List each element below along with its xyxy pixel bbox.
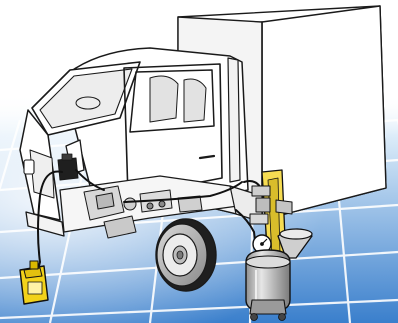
pressure-tank [246,250,290,321]
front-wheel [156,219,216,291]
